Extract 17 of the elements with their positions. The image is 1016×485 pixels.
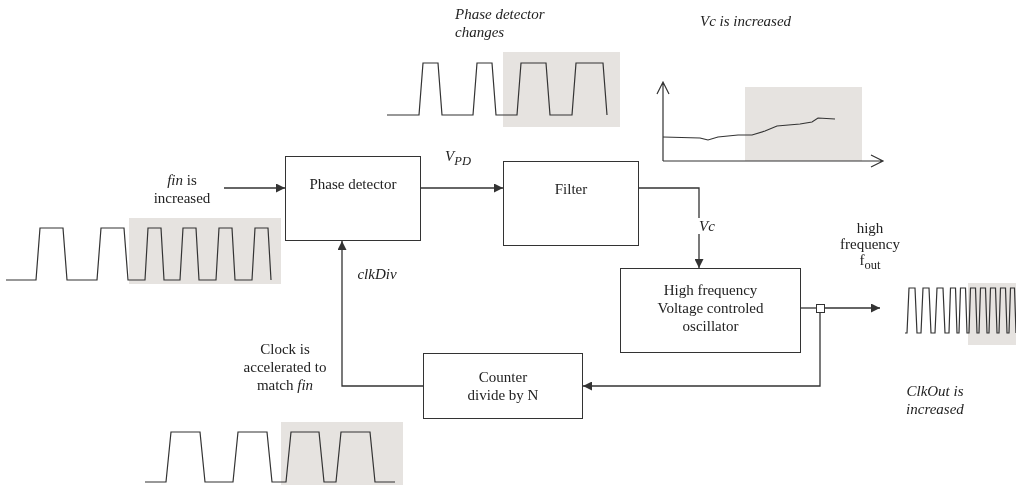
note-text: ClkOut is increased [905,382,965,418]
arrow [337,240,424,387]
note-text: Phase detector changes [455,5,546,41]
process-box: Phase detector [285,156,421,241]
arrow [582,312,821,391]
arrow [223,183,286,193]
arrow [420,183,504,193]
arrow [638,187,704,269]
connector-line [800,307,817,309]
note-text: Vc is increased [700,12,793,30]
note-text: Clock is accelerated to match fin [242,340,328,394]
input-note: fin is increased [140,170,224,208]
process-box: Filter [503,161,639,246]
junction-square [816,304,825,313]
process-box: High frequency Voltage controled oscillator [620,268,801,353]
process-box: Counter divide by N [423,353,583,419]
arrow [824,303,881,313]
